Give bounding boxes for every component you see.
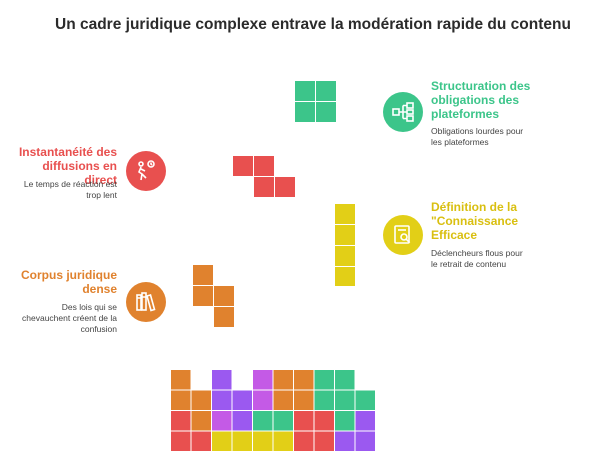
grid-cell: [212, 370, 232, 390]
grid-cell: [212, 390, 232, 410]
grid-cell: [273, 411, 293, 431]
grid-cell: [355, 411, 375, 431]
grid-cell: [171, 370, 191, 390]
grid-cell: [294, 411, 314, 431]
grid-cell: [355, 431, 375, 451]
grid-cell: [232, 390, 252, 410]
grid-cell: [314, 390, 334, 410]
grid-cell: [294, 431, 314, 451]
grid-cell: [212, 411, 232, 431]
grid-cell: [294, 390, 314, 410]
grid-cell: [191, 411, 211, 431]
grid-cell: [314, 411, 334, 431]
grid-cell: [314, 431, 334, 451]
orange-s-block: [193, 265, 235, 327]
grid-cell: [191, 431, 211, 451]
stacked-blocks-grid: [171, 370, 375, 451]
grid-cell: [273, 390, 293, 410]
yellow-i-block: [335, 204, 355, 286]
grid-cell: [335, 411, 355, 431]
books-icon: [126, 282, 166, 322]
page-title: Un cadre juridique complexe entrave la m…: [55, 16, 571, 33]
grid-cell: [212, 431, 232, 451]
grid-cell: [335, 370, 355, 390]
grid-cell: [335, 390, 355, 410]
search-document-icon: [383, 215, 423, 255]
red-z-block: [233, 156, 295, 198]
flowchart-icon: [383, 92, 423, 132]
grid-cell: [253, 370, 273, 390]
grid-cell: [171, 431, 191, 451]
grid-cell: [171, 411, 191, 431]
grid-cell: [191, 390, 211, 410]
grid-cell: [232, 411, 252, 431]
grid-cell: [171, 390, 191, 410]
grid-cell: [273, 370, 293, 390]
grid-cell: [273, 431, 293, 451]
person-running-icon: [126, 151, 166, 191]
grid-cell: [355, 390, 375, 410]
grid-cell: [253, 431, 273, 451]
grid-cell: [314, 370, 334, 390]
grid-cell: [335, 431, 355, 451]
grid-cell: [253, 390, 273, 410]
green-square-block: [295, 81, 337, 123]
grid-cell: [294, 370, 314, 390]
grid-cell: [232, 431, 252, 451]
grid-cell: [253, 411, 273, 431]
